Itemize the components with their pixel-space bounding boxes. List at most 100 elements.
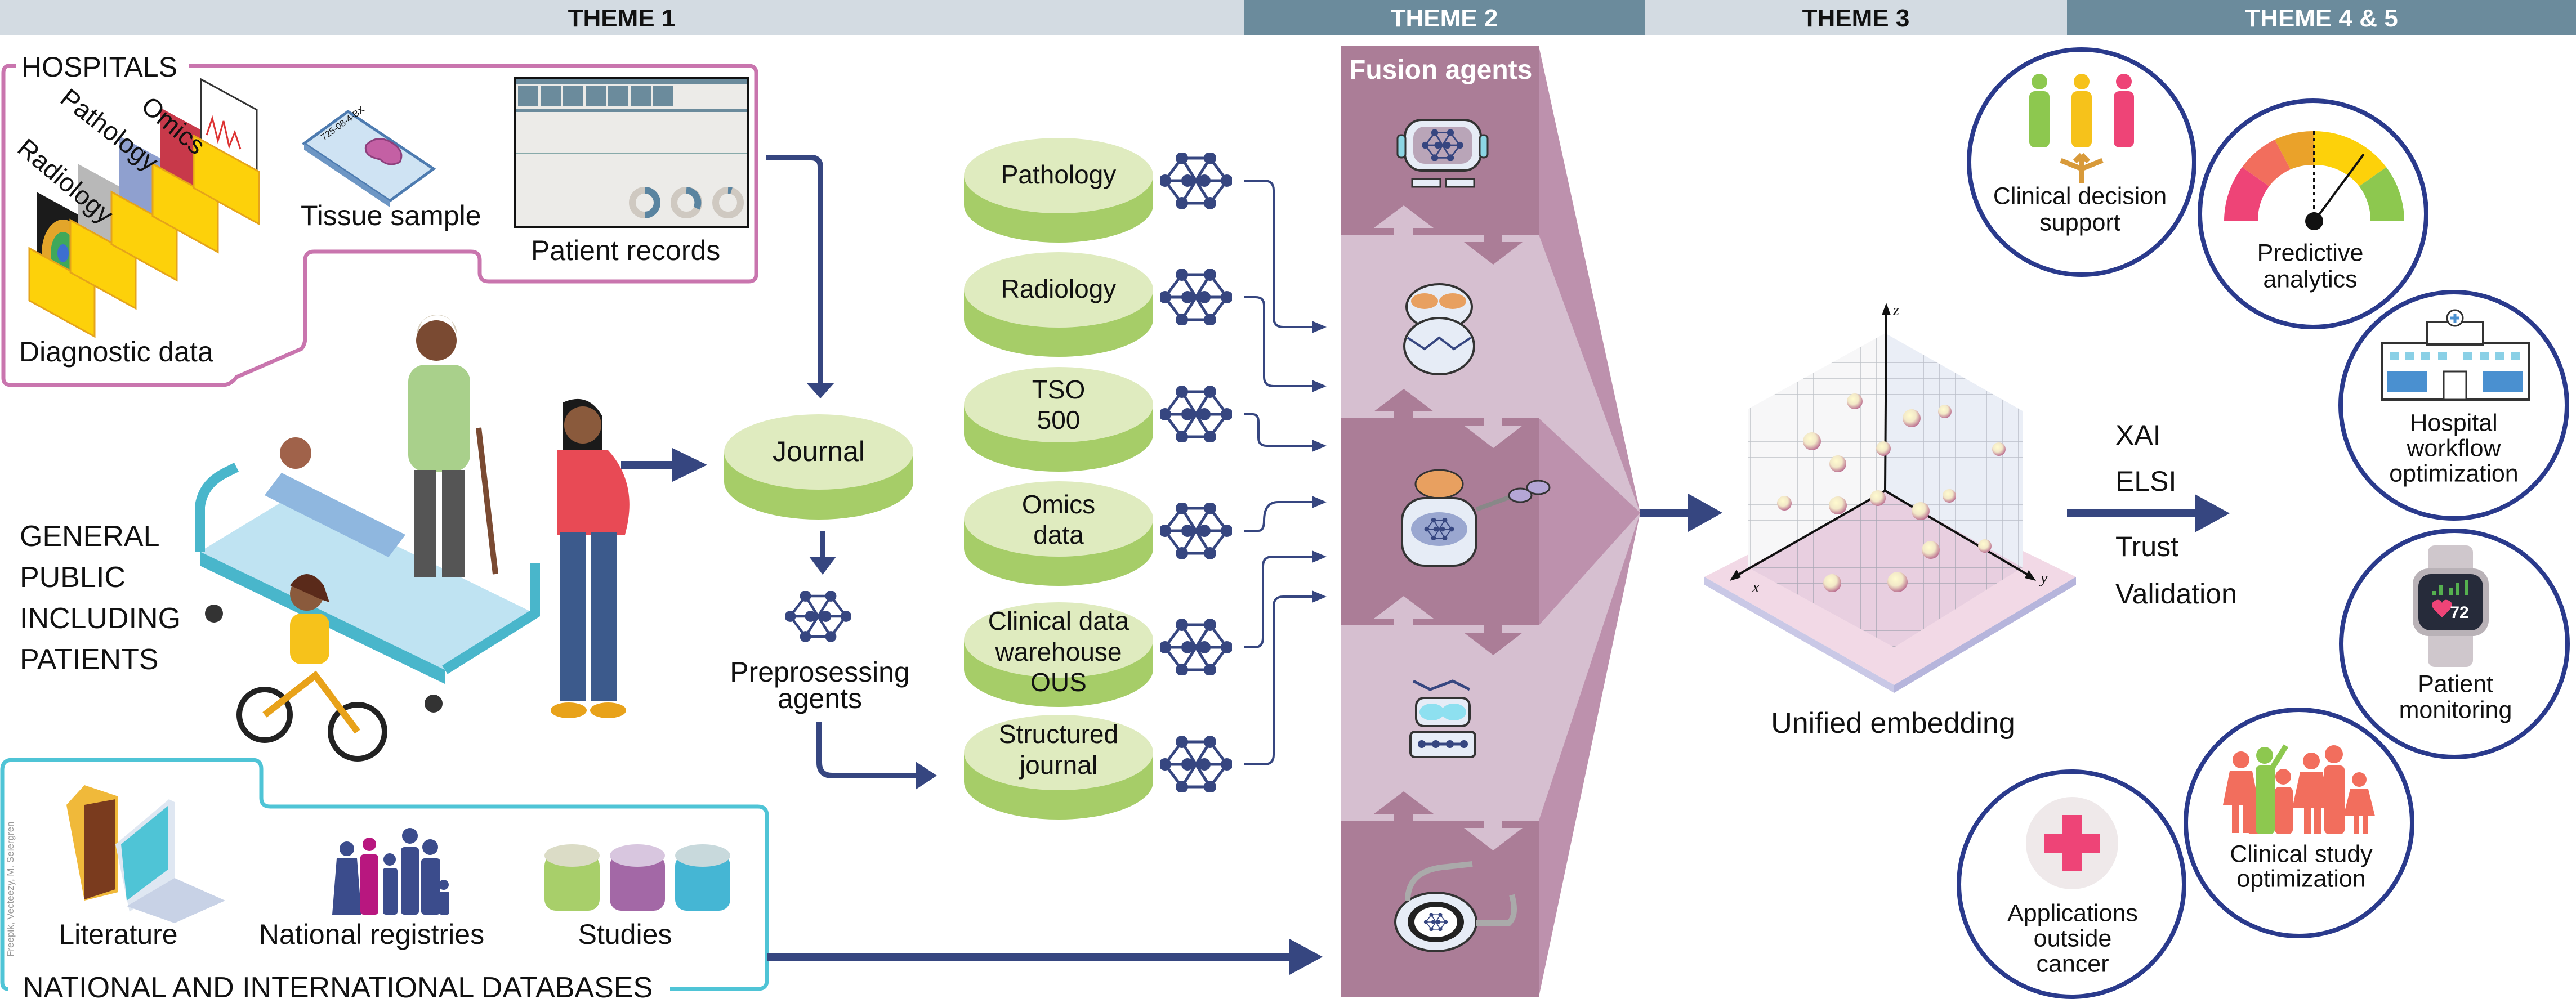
- source-label-structured-line-2: journal: [1019, 750, 1097, 780]
- axis-label-x: x: [1752, 579, 1760, 596]
- heart-rate-reading: 72: [2450, 603, 2468, 622]
- app-study-line-2: optimization: [2236, 865, 2365, 892]
- unified-embedding-label: Unified embedding: [1771, 707, 2015, 740]
- patient-records-screenshot: [514, 77, 749, 228]
- image-credit: Freepik, Vecteezy, M. Seiergren: [5, 821, 16, 957]
- smartwatch-icon: 72: [2413, 545, 2489, 667]
- cylinder-omics: Omics data: [964, 481, 1153, 586]
- robot-agent-headphones-icon: [1396, 119, 1489, 188]
- embedding-points: [1777, 393, 2006, 592]
- database-item-studies: Studies: [578, 919, 672, 950]
- databases-border: [0, 758, 769, 991]
- applications-group: Clinical decision support Predictive ana…: [1957, 47, 2570, 999]
- fusion-chevron: [1539, 46, 1640, 997]
- fusion-exchange-arrows: [1374, 205, 1434, 625]
- theme-4-5-band: [2067, 0, 2576, 35]
- literature-icon: [66, 785, 225, 923]
- tso-agent-network-icon: [1159, 386, 1233, 443]
- structured-agent-network-icon: [1159, 736, 1233, 793]
- patient-records-label: Patient records: [531, 235, 720, 266]
- application-clinical-decision-support: Clinical decision support: [1967, 47, 2196, 277]
- fusion-agents-panel: Fusion agents: [1341, 46, 1640, 997]
- medical-cross-icon: [2026, 797, 2118, 889]
- app-outside-line-1: Applications: [2007, 899, 2138, 926]
- diagnostic-folders-illustration: Radiology Pathology Omics: [12, 78, 260, 338]
- cylinder-tso500: TSO 500: [964, 367, 1153, 472]
- folder-omics-sequence: [193, 78, 260, 226]
- app-study-line-1: Clinical study: [2230, 840, 2373, 867]
- unified-embedding-plot: z x y: [1704, 302, 2076, 693]
- source-label-tso-line-2: 500: [1037, 405, 1081, 435]
- source-label-clinical-line-2: warehouse: [994, 637, 1122, 666]
- group-people-icon: [2223, 744, 2375, 834]
- source-label-pathology: Pathology: [1001, 160, 1117, 189]
- source-label-clinical-line-3: OUS: [1030, 668, 1087, 697]
- source-label-omics-line-1: Omics: [1022, 490, 1095, 519]
- hospitals-border: [1, 64, 758, 387]
- diagnostic-data-label: Diagnostic data: [19, 336, 213, 368]
- theme-2-label: THEME 2: [1391, 5, 1498, 32]
- connector-pathology: [1244, 180, 1315, 328]
- source-label-omics-line-2: data: [1033, 520, 1084, 549]
- app-cds-line-1: Clinical decision: [1993, 182, 2167, 209]
- app-hospital-line-1: Hospital: [2410, 409, 2497, 436]
- axis-label-y: y: [2039, 570, 2048, 587]
- theme-1-label: THEME 1: [568, 5, 676, 32]
- journal-label: Journal: [773, 436, 865, 467]
- public-line-2: PUBLIC: [20, 561, 126, 594]
- pregnant-woman-illustration: [551, 398, 630, 718]
- connector-arrowheads: [1312, 321, 1327, 603]
- pathology-agent-network-icon: [1159, 152, 1233, 209]
- source-label-radiology: Radiology: [1001, 274, 1117, 303]
- app-monitoring-line-1: Patient: [2418, 670, 2493, 697]
- cylinder-structured-journal: Structured journal: [964, 715, 1153, 820]
- arrow-fusion-to-embedding: [1640, 494, 1722, 532]
- arrow-preprocessing-to-structured-journal: [816, 722, 937, 790]
- hospital-icon: [2381, 309, 2530, 401]
- agent-connectors: [1244, 180, 1315, 765]
- gauge-icon: [2224, 131, 2404, 230]
- public-line-4: PATIENTS: [20, 643, 159, 676]
- hospitals-title: HOSPITALS: [21, 51, 177, 83]
- application-patient-monitoring: 72 Patient monitoring: [2339, 529, 2570, 759]
- general-public-group: GENERAL PUBLIC INCLUDING PATIENTS: [20, 315, 630, 762]
- arrow-journal-to-preprocessing: [809, 531, 836, 575]
- journal-cylinder: Journal: [724, 414, 913, 520]
- connector-structured: [1244, 595, 1315, 765]
- theme-header: THEME 1 THEME 2 THEME 3 THEME 4 & 5: [0, 0, 2576, 35]
- theme-2-band: [1244, 0, 1645, 35]
- radiology-agent-network-icon: [1159, 268, 1233, 326]
- cylinder-pathology: Pathology: [964, 138, 1153, 243]
- fusion-agents-title: Fusion agents: [1349, 55, 1532, 85]
- app-predictive-line-1: Predictive: [2257, 239, 2364, 266]
- cylinder-radiology: Radiology: [964, 252, 1153, 357]
- governance-elsi: ELSI: [2115, 465, 2176, 497]
- connector-radiology: [1244, 296, 1315, 387]
- child-on-bike-illustration: [236, 574, 387, 762]
- theme-3-label: THEME 3: [1802, 5, 1910, 32]
- database-item-national-registries: National registries: [259, 919, 484, 950]
- hospitals-group: HOSPITALS: [1, 51, 758, 387]
- arrow-public-to-journal: [621, 448, 707, 482]
- arrow-databases-to-fusion: [767, 939, 1323, 975]
- connector-omics: [1244, 501, 1315, 532]
- databases-title: NATIONAL AND INTERNATIONAL DATABASES: [23, 971, 653, 1003]
- tissue-slide-illustration: 725-08-4-BX: [301, 105, 436, 207]
- app-predictive-line-2: analytics: [2263, 266, 2357, 293]
- application-hospital-workflow: Hospital workflow optimization: [2338, 290, 2569, 521]
- public-line-3: INCLUDING: [20, 602, 181, 635]
- application-clinical-study: Clinical study optimization: [2184, 708, 2414, 938]
- omics-agent-network-icon: [1159, 502, 1233, 559]
- axis-label-z: z: [1892, 302, 1899, 319]
- preprocessing-agent-network-icon: [785, 590, 852, 642]
- source-label-structured-line-1: Structured: [999, 719, 1118, 749]
- clinical-agent-network-icon: [1159, 619, 1233, 676]
- patient-head: [280, 437, 311, 469]
- robot-agent-goggles-icon: [1403, 283, 1475, 375]
- source-label-tso-line-1: TSO: [1032, 375, 1086, 404]
- databases-group: Freepik, Vecteezy, M. Seiergren Literatu…: [0, 758, 769, 1003]
- governance-validation: Validation: [2115, 578, 2237, 610]
- application-outside-cancer: Applications outside cancer: [1957, 769, 2186, 999]
- studies-database-icon: [544, 844, 730, 911]
